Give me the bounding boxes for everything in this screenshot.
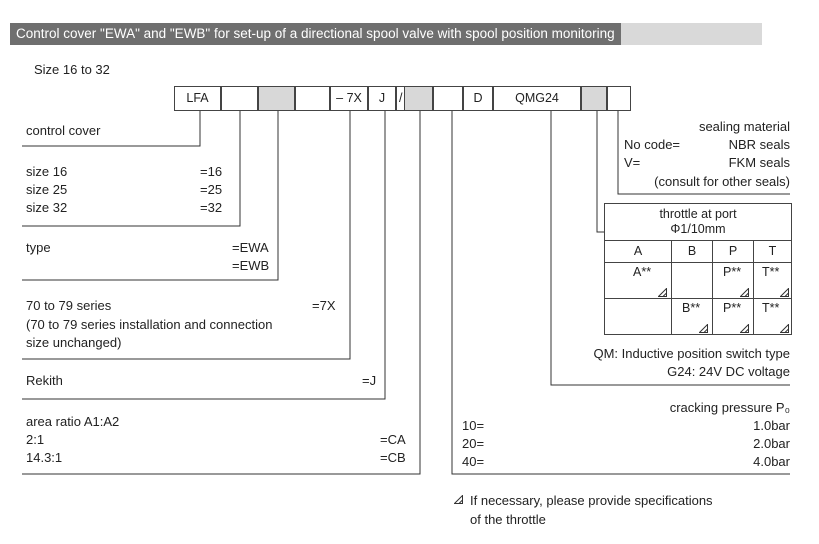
sealing-title: sealing material [698,119,790,134]
code-cell-lfa: LFA [174,86,221,111]
control-cover-label: control cover [26,123,101,138]
throttle-header-b: B [671,240,713,263]
area-ratio-2-1: 2:1 [26,432,45,447]
series-line3: size unchanged) [26,335,122,350]
throttle-triangle-icon [658,288,667,297]
cracking-40-value: 4.0bar [753,454,790,469]
size-32-code: =32 [200,200,223,215]
size-32-label: size 32 [26,200,68,215]
code-cell-type [258,86,295,111]
sealing-nbr-value: NBR seals [728,137,790,152]
series-code: 7X [346,91,362,105]
type-label: type [26,240,51,255]
area-ratio-14-3-1: 14.3:1 [26,450,63,465]
throttle-r1-t: T** [753,262,792,299]
rekith-label: Rekith [26,373,63,388]
rekith-code: =J [362,373,377,388]
code-cell-d: D [463,86,493,111]
cracking-40-code: 40= [462,454,485,469]
throttle-r2-p: P** [712,298,754,335]
code-cell-seal [607,86,631,111]
throttle-header-a: A [604,240,672,263]
cracking-10-code: 10= [462,418,485,433]
throttle-triangle-icon [699,324,708,333]
throttle-header-t: T [753,240,792,263]
cracking-10-value: 1.0bar [753,418,790,433]
footnote-line2: of the throttle [470,512,546,527]
code-cell-cracking [433,86,463,111]
page-title: Control cover "EWA" and "EWB" for set-up… [10,23,621,45]
area-ratio-ca: =CA [380,432,406,447]
code-cell-size [221,86,258,111]
throttle-triangle-icon [740,324,749,333]
code-cell-blank [295,86,330,111]
cracking-20-value: 2.0bar [753,436,790,451]
size-25-code: =25 [200,182,223,197]
throttle-header-p: P [712,240,754,263]
size-16-code: =16 [200,164,223,179]
throttle-r2-a [604,298,672,335]
footnote-line1: If necessary, please provide specificati… [470,493,713,508]
qm-line2: G24: 24V DC voltage [667,364,790,379]
throttle-r1-b [671,262,713,299]
sealing-fkm-code: V= [624,155,641,170]
code-cell-area-ratio [404,86,433,111]
type-code-ewa: =EWA [232,240,269,255]
cracking-20-code: 20= [462,436,485,451]
series-line1: 70 to 79 series [26,298,112,313]
area-ratio-label: area ratio A1:A2 [26,414,120,429]
qm-line1: QM: Inductive position switch type [593,346,790,361]
sealing-nbr-code: No code= [624,137,681,152]
throttle-title-line1: throttle at port [659,207,737,221]
series-line2: (70 to 79 series installation and connec… [26,317,273,332]
sealing-note: (consult for other seals) [654,174,790,189]
throttle-triangle-icon [740,288,749,297]
code-cell-qmg24: QMG24 [493,86,581,111]
throttle-r1-p: P** [712,262,754,299]
throttle-r2-t: T** [753,298,792,335]
size-16-label: size 16 [26,164,68,179]
size-25-label: size 25 [26,182,68,197]
throttle-title-cell: throttle at port Φ1/10mm [604,203,792,241]
throttle-title-line2: Φ1/10mm [670,222,726,236]
area-ratio-cb: =CB [380,450,406,465]
size-range-label: Size 16 to 32 [34,62,110,77]
series-dash: – [336,91,344,105]
code-cell-throttle [581,86,607,111]
series-code-label: =7X [312,298,336,313]
throttle-triangle-icon [780,324,789,333]
throttle-r2-b: B** [671,298,713,335]
sealing-fkm-value: FKM seals [728,155,790,170]
cracking-title: cracking pressure P₀ [669,400,790,415]
code-cell-series: – 7X [330,86,368,111]
throttle-r1-a: A** [604,262,672,299]
type-code-ewb: =EWB [232,258,270,273]
throttle-triangle-icon [780,288,789,297]
code-cell-j: J [368,86,396,111]
throttle-triangle-icon [454,495,463,504]
